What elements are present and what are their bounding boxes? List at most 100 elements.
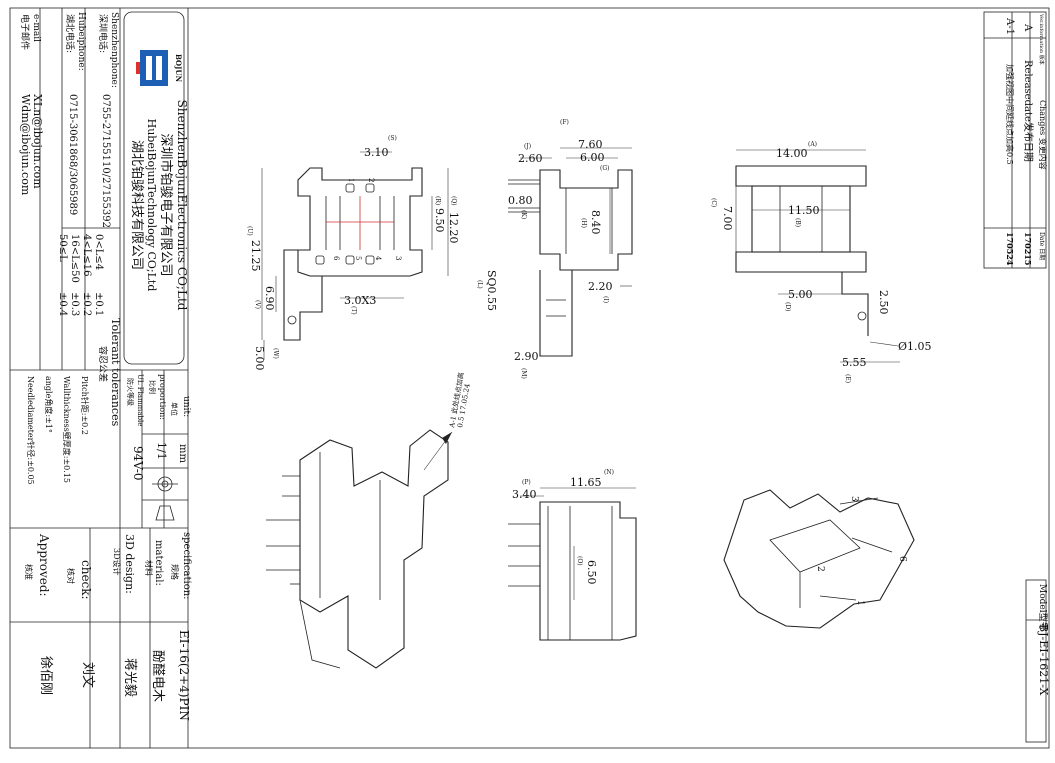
flame-label-cn: 防火等级 [126,378,135,406]
company-name-hb-en: HubeiBojunTechnology CO;Ltd [145,119,158,292]
tolerance-note-1: Wallthickness壁厚度:±0.15 [62,376,72,483]
tolerance-title-en: Tolerant tolerances [109,318,122,427]
tolerance-value-2: ±0.3 [69,292,80,316]
tolerance-value-3: ±0.4 [57,292,68,316]
dim-s-value: 3.10 [364,146,389,159]
pin-label-4: 4 [374,256,382,261]
dim-n-value: 11.65 [570,476,602,489]
rev-row-0-change: Releasedate发布日期 [1022,60,1035,162]
email-2[interactable]: Wdm@ibojun.com [19,94,32,196]
dim-v-tag: (V) [254,300,261,309]
bottom-view [508,487,637,641]
dim-o-tag: (O) [576,556,583,566]
dim-p-value: 3.40 [512,488,537,501]
check-label: check: [79,560,93,600]
hb-phone-label-en: Hubeiphone: [76,12,86,71]
dim-d-tag: (D) [784,302,791,312]
tolerance-value-0: ±0.1 [93,292,104,316]
material-label-cn: 材料 [144,560,154,576]
dim-k-tag: (K) [520,210,527,219]
design-value: 蒋光毅 [122,658,138,697]
proportion-label: proportion: [158,374,167,420]
iso-pin-6: 6 [897,556,907,562]
spec-label-cn: 规格 [170,564,180,580]
model-value: BJ-EI-1621-X [1037,624,1050,696]
tolerance-title-cn: 容忍公差 [97,346,109,382]
dim-d-value: 5.00 [788,288,813,301]
dim-r-value: 9.50 [433,208,446,233]
dim-w-value: 5.00 [253,346,266,371]
tolerance-range-0: 0<L≤4 [93,234,104,270]
dim-c-tag: (C) [710,198,717,207]
rev-row-0-date: 170215 [1023,232,1033,265]
unit-label: unit: [181,396,191,417]
pin-label-6: 6 [332,256,340,261]
tolerance-note-0: Pitch针距:±0.2 [80,376,90,435]
dim-v-value: 6.90 [263,286,276,311]
dim-s-tag: (S) [388,135,397,142]
spec-value: EI-16(2+4)PIN [177,630,191,721]
dim-e-tag: (E) [844,374,851,383]
approved-label: Approved: [37,533,51,597]
dim-q-tag: (Q) [450,196,457,206]
dim-e-value: 5.55 [842,356,867,369]
dim-dia-value: Ø1.05 [898,340,932,353]
dim-i-tag: (I) [602,296,609,303]
hb-phone-label-cn: 湖北电话: [64,14,76,53]
tolerance-note-2: angle角度:±1° [44,376,54,433]
revision-table [983,11,1047,269]
material-value: 酚醛电木 [150,650,166,702]
bojun-logo [136,50,168,86]
rev-col-ver: Ver.information 版本 [1038,13,1045,65]
email-label-cn: 电子邮件 [19,14,31,50]
company-name-cn-hb: 湖北铂骏科技有限公司 [129,140,145,270]
iso-pin-1: 1 [855,600,865,606]
design-label-cn: 3D设计 [112,548,122,576]
top-view [735,149,900,363]
check-value: 刘文 [80,662,95,688]
dim-p-tag: (P) [522,479,531,486]
rev-row-1-ver: A-1 [1004,17,1015,35]
email-label-en: e-mail [31,14,41,42]
model-block [1025,579,1047,743]
dim-f-value: 7.60 [578,138,603,151]
front-view [261,151,449,360]
dim-b-tag: (B) [794,218,801,227]
spec-label: specification: [181,532,192,600]
sheet-border [9,7,1050,749]
rev-col-date: Date 日期 [1038,232,1046,260]
dim-b-value: 11.50 [788,204,820,217]
rev-row-1-date: 170524 [1005,232,1015,266]
sz-phone-value: 0755-27155110/27155392 [100,94,111,228]
pin-label-2: 2 [367,178,375,182]
pin-label-5: 5 [354,256,362,260]
hb-phone-value: 0715-3061868/3065989 [67,94,78,215]
dim-u-tag: (U) [246,226,253,236]
dim-w-tag: (W) [272,348,279,359]
dim-h-value: 8.40 [589,210,602,235]
sz-phone-label-cn: 深圳电话: [97,14,109,53]
dim-l-tag: (L) [476,280,483,289]
pin-label-3: 3 [394,256,402,260]
company-name-en: ShenzhenBojunElectronics CO;Ltd [175,100,189,311]
dim-n-tag: (N) [604,469,614,476]
email-1[interactable]: XLn@ibojun.com [31,94,44,189]
rev-row-1-change: 加强视图中间延线点加高0.5 [1005,64,1015,165]
pin-label-1: 1 [347,178,355,182]
design-label: 3D design: [123,534,136,594]
approved-label-cn: 核准 [24,564,34,580]
proportion-value: 1/1 [155,442,168,460]
tolerance-note-3: Needlediameter针径:±0.05 [26,376,36,485]
dim-h-tag: (H) [580,218,587,228]
dim-i-value: 2.20 [588,280,613,293]
iso-view-left [266,429,453,669]
dim-hole-value: 2.50 [877,290,890,315]
unit-label-cn: 单位 [170,402,179,416]
dim-t-tag: (T) [350,306,357,315]
unit-value: mm [177,444,188,463]
iso-pin-2: 2 [815,566,825,572]
side-view [508,147,633,357]
dim-u-value: 21.25 [249,240,262,272]
